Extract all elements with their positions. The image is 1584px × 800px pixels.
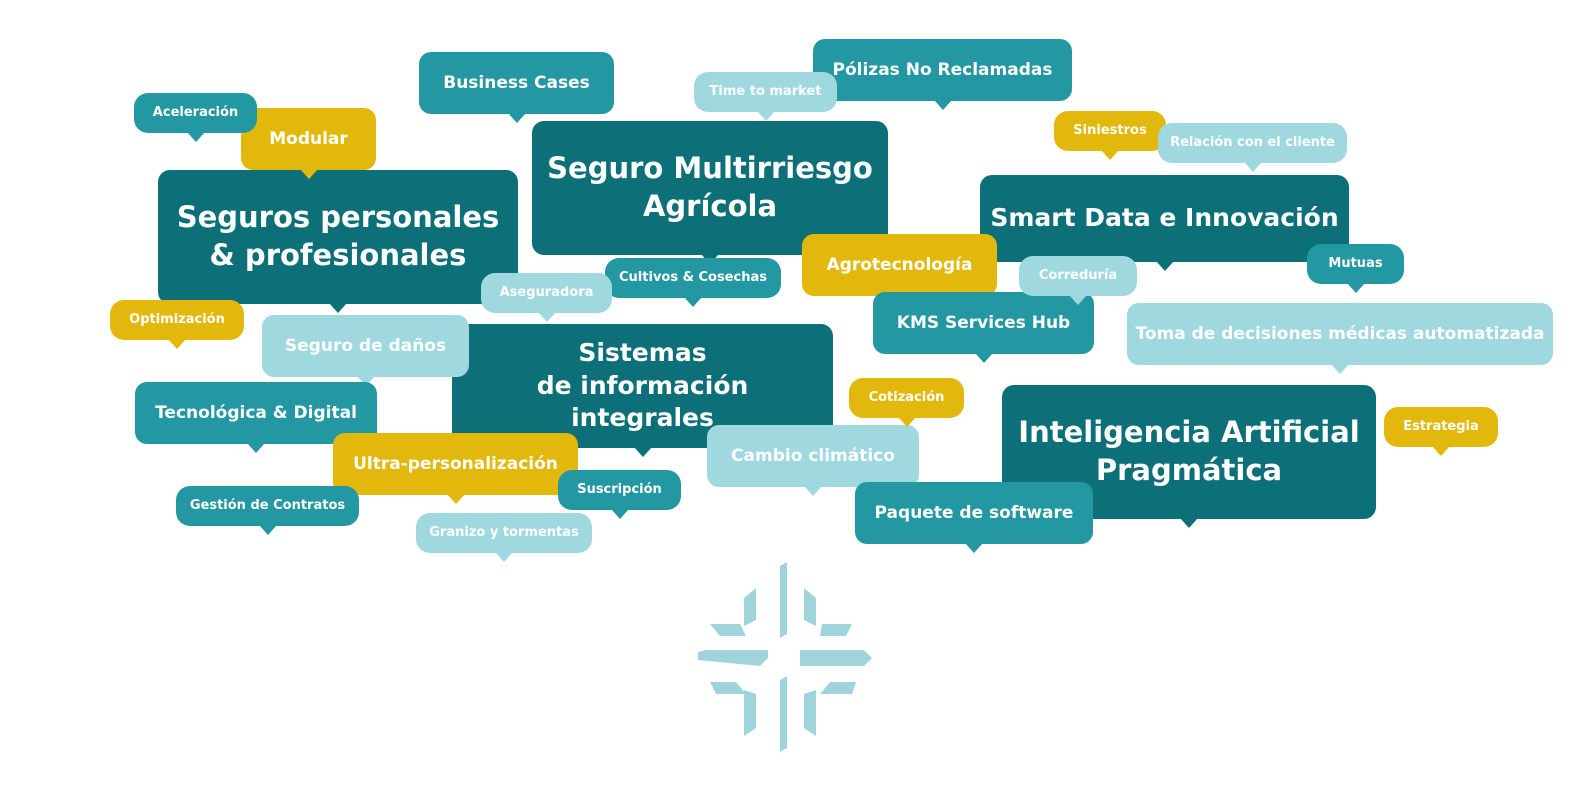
bubble-smart-data: Smart Data e Innovación — [980, 175, 1349, 271]
bubble-ultra-personalizacion: Ultra-personalización — [333, 433, 578, 504]
bubble-aseguradora: Aseguradora — [481, 273, 612, 322]
bubble-seguros-personales: Seguros personales & profesionales — [158, 170, 518, 313]
bubble-cotizacion: Cotización — [849, 378, 964, 427]
bubble-gestion-contratos: Gestión de Contratos — [176, 486, 359, 535]
bubble-mutuas: Mutuas — [1307, 244, 1404, 293]
bubble-estrategia: Estrategia — [1384, 407, 1498, 456]
bubble-cambio-climatico: Cambio climático — [707, 425, 919, 496]
bubble-polizas-no-reclamadas: Pólizas No Reclamadas — [813, 39, 1072, 110]
bubble-business-cases: Business Cases — [419, 52, 614, 123]
bubble-agrotecnologia: Agrotecnología — [802, 234, 997, 305]
bubble-optimizacion: Optimización — [110, 300, 244, 349]
bubble-relacion-cliente: Relación con el cliente — [1158, 123, 1347, 172]
bubble-tecnologica-digital: Tecnológica & Digital — [135, 382, 377, 453]
bubble-aceleracion: Aceleración — [134, 93, 257, 142]
bubble-sistemas-informacion: Sistemas de información integrales — [452, 324, 833, 457]
bubble-granizo-tormentas: Granizo y tormentas — [416, 513, 592, 562]
bubble-cultivos-cosechas: Cultivos & Cosechas — [605, 258, 781, 307]
bubble-siniestros: Siniestros — [1054, 111, 1166, 160]
bubble-toma-decisiones: Toma de decisiones médicas automatizada — [1127, 303, 1553, 374]
bubble-time-to-market: Time to market — [694, 72, 837, 121]
bubble-paquete-software: Paquete de software — [855, 482, 1093, 553]
bubble-correduria: Correduría — [1019, 256, 1137, 305]
bubble-modular: Modular — [241, 108, 376, 179]
bubble-kms-services-hub: KMS Services Hub — [873, 292, 1094, 363]
cross-star-logo-icon — [698, 562, 872, 752]
bubble-seguro-multirriesgo: Seguro Multirriesgo Agrícola — [532, 121, 888, 264]
bubble-suscripcion: Suscripción — [558, 470, 681, 519]
bubble-seguro-danos: Seguro de daños — [262, 315, 469, 386]
